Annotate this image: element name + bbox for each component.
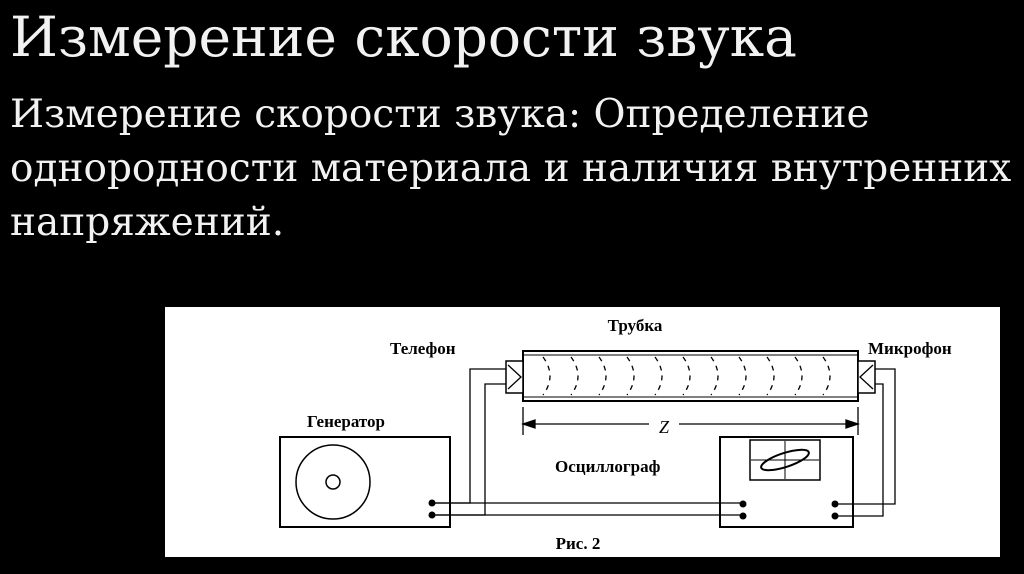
oscilloscope-terminal [739,512,747,520]
generator [279,436,451,528]
sound-wavefronts [542,356,831,396]
slide-body-text: Измерение скорости звука: Определение од… [10,92,1012,245]
telephone-label: Телефон [390,339,456,358]
telephone-transducer [505,360,524,394]
tube [522,350,859,402]
oscilloscope-screen [749,439,821,481]
oscilloscope [719,436,854,528]
microphone-transducer [857,360,876,394]
tube-label: Трубка [608,316,663,335]
slide-title: Измерение скорости звука [10,5,797,69]
diagram-svg: Трубка Телефон Микрофон Генератор Осцилл… [279,316,952,553]
oscilloscope-label: Осциллограф [555,457,661,476]
length-dimension [520,407,861,435]
microphone-label: Микрофон [868,339,952,358]
wiring [432,368,896,517]
experiment-diagram: Трубка Телефон Микрофон Генератор Осцилл… [165,307,1000,557]
generator-label: Генератор [307,412,385,431]
oscilloscope-terminal [739,500,747,508]
length-label: Z [659,417,670,437]
figure-caption: Рис. 2 [556,534,601,553]
lissajous-figure [760,448,810,472]
